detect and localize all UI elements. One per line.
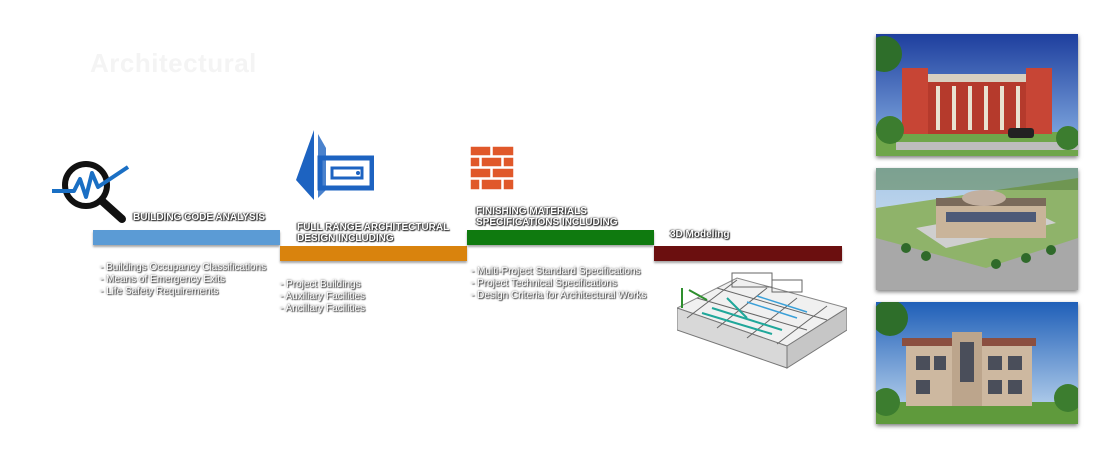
- step1-band: [93, 230, 280, 245]
- building-render-2: [876, 168, 1078, 290]
- magnifier-chart-icon: [50, 153, 130, 225]
- step3-label-line2: SPECIFICATIONS INCLUDING: [476, 217, 618, 228]
- brick-wall-icon: [469, 145, 515, 191]
- list-item: - Means of Emergency Exits: [100, 274, 226, 285]
- drafting-tools-icon: [292, 128, 375, 204]
- step3-items: - Multi-Project Standard Specifications …: [471, 266, 646, 302]
- list-item: - Project Buildings: [280, 279, 361, 290]
- list-item: - Multi-Project Standard Specifications: [471, 266, 641, 277]
- step2-band: [280, 246, 467, 261]
- step1-items: - Buildings Occupancy Classifications - …: [100, 262, 266, 298]
- building-render-1: [876, 34, 1078, 156]
- step1-label: BUILDING CODE ANALYSIS: [133, 212, 266, 223]
- step3-band: [467, 230, 654, 245]
- step3-label: FINISHING MATERIALS SPECIFICATIONS INCLU…: [476, 206, 617, 228]
- list-item: - Design Criteria for Architectural Work…: [471, 290, 647, 301]
- building-render-3: [876, 302, 1078, 424]
- step2-label-line2: DESIGN INCLUDING: [297, 233, 394, 244]
- step4-band: [654, 246, 842, 261]
- list-item: - Buildings Occupancy Classifications: [100, 262, 267, 273]
- step2-label-line1: FULL RANGE ARCHITECTURAL: [297, 222, 450, 233]
- list-item: - Auxiliary Facilities: [280, 291, 366, 302]
- step2-label: FULL RANGE ARCHITECTURAL DESIGN INCLUDIN…: [297, 222, 449, 244]
- step2-items: - Project Buildings - Auxiliary Faciliti…: [280, 279, 365, 315]
- section-title: Architectural: [90, 48, 257, 78]
- list-item: - Life Safety Requirements: [100, 286, 219, 297]
- list-item: - Ancillary Facilities: [280, 303, 366, 314]
- step4-label: 3D Modeling: [670, 229, 730, 240]
- list-item: - Project Technical Specifications: [471, 278, 617, 289]
- step3-label-line1: FINISHING MATERIALS: [476, 206, 587, 217]
- bim-model-icon: [675, 268, 849, 376]
